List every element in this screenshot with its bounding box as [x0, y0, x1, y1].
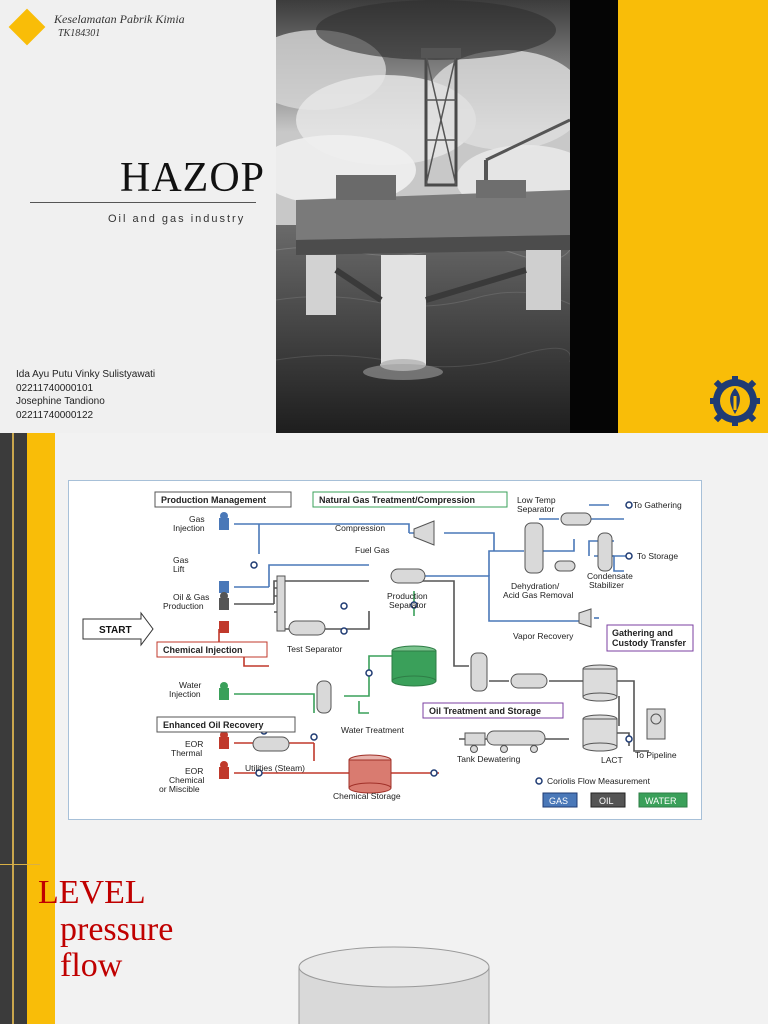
label-chemical-storage: Chemical Storage [333, 791, 401, 801]
slide-subtitle: Oil and gas industry [108, 213, 246, 225]
course-code: TK184301 [58, 28, 101, 39]
author-id: 02211740000122 [16, 409, 94, 421]
label-utilities: Utilities (Steam) [245, 763, 305, 773]
slide-title: HAZOP [120, 155, 266, 201]
section-production-management: Production Management [161, 495, 266, 505]
start-arrow-label: START [99, 625, 132, 636]
label-to-gathering: To Gathering [633, 500, 682, 510]
legend-oil-swatch [590, 792, 626, 808]
label-test-separator: Test Separator [287, 644, 342, 654]
offshore-platform-photo [276, 0, 570, 433]
title-slide: Keselamatan Pabrik Kimia TK184301 HAZOP … [0, 0, 768, 433]
legend-gas: GAS [549, 796, 568, 806]
section-gas-treatment: Natural Gas Treatment/Compression [319, 495, 475, 505]
left-yellow-stripe [27, 433, 55, 1024]
list-item-flow: flow [60, 947, 123, 984]
author-id: 02211740000101 [16, 382, 94, 394]
author-name: Josephine Tandiono [16, 396, 105, 407]
label-dehydration: Dehydration/Acid Gas Removal [503, 581, 573, 600]
process-slide: START Production Management Natural Gas … [0, 433, 768, 1024]
label-lact: LACT [601, 755, 623, 765]
list-item-pressure: pressure [60, 911, 174, 948]
author-name: Ida Ayu Putu Vinky Sulistyawati [16, 369, 156, 380]
author-list: Ida Ayu Putu Vinky Sulistyawati 02211740… [16, 368, 155, 422]
label-tank-dewatering: Tank Dewatering [457, 754, 521, 764]
label-vapor-recovery: Vapor Recovery [513, 631, 574, 641]
cylinder-shape [298, 945, 490, 1024]
university-logo-icon [710, 376, 760, 426]
legend-water: WATER [645, 796, 677, 806]
label-coriolis: Coriolis Flow Measurement [547, 776, 651, 786]
section-oil-treatment: Oil Treatment and Storage [429, 706, 541, 716]
diamond-logo-icon [8, 8, 46, 46]
legend-gas-swatch [542, 792, 578, 808]
stripe-divider [0, 864, 40, 865]
label-compression: Compression [335, 523, 385, 533]
section-enhanced-oil-recovery: Enhanced Oil Recovery [163, 720, 264, 730]
label-to-storage: To Storage [637, 551, 678, 561]
label-water-treatment: Water Treatment [341, 725, 405, 735]
label-to-pipeline: To Pipeline [635, 750, 677, 760]
legend-oil: OIL [599, 796, 614, 806]
yellow-accent-block [618, 0, 768, 433]
list-item-level: LEVEL [38, 874, 146, 911]
course-name: Keselamatan Pabrik Kimia [54, 12, 185, 26]
process-flow-diagram: START Production Management Natural Gas … [68, 480, 702, 820]
title-divider [30, 202, 256, 203]
section-chemical-injection: Chemical Injection [163, 645, 243, 655]
legend-water-swatch [638, 792, 688, 808]
left-stripe-line [12, 433, 14, 1024]
black-accent-bar [570, 0, 618, 433]
label-fuel-gas: Fuel Gas [355, 545, 390, 555]
